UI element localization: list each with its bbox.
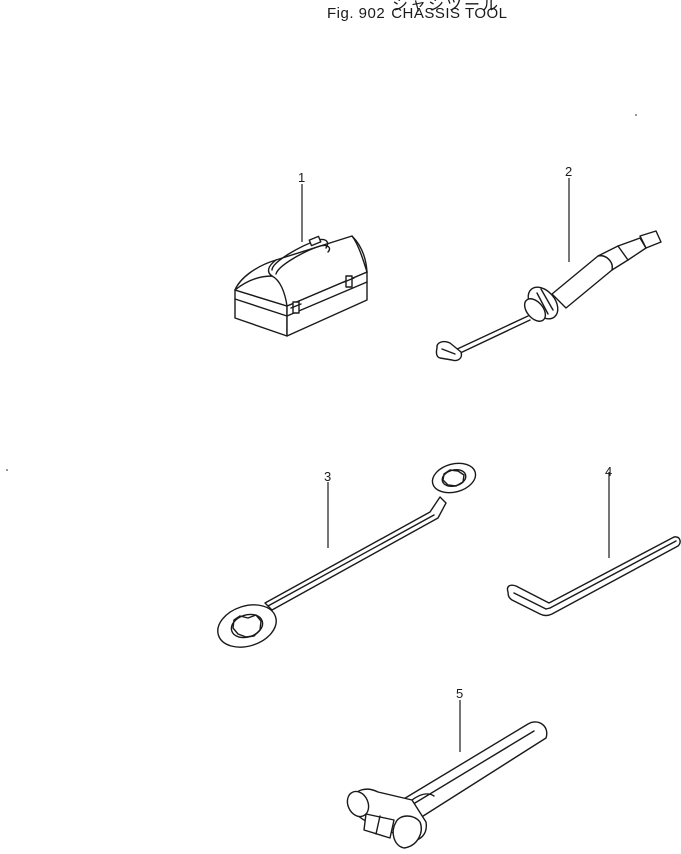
title-japanese: シャシツール	[392, 0, 501, 14]
callout-2: 2	[565, 164, 572, 179]
callout-1: 1	[298, 170, 305, 185]
callout-3: 3	[324, 469, 331, 484]
hammer-illustration	[346, 721, 548, 849]
callout-4: 4	[605, 464, 612, 479]
speck	[635, 114, 637, 116]
callout-5: 5	[456, 686, 463, 701]
speck	[6, 469, 8, 471]
figure-caption: CHASSIS TOOL	[391, 5, 508, 22]
figure-number: Fig. 902	[327, 5, 386, 22]
hex-key-illustration	[506, 536, 681, 617]
figure-title: Fig. 902 CHASSIS TOOL	[327, 5, 514, 22]
box-wrench-illustration	[217, 462, 477, 648]
grease-gun-illustration	[435, 230, 662, 362]
tool-box-illustration	[234, 235, 368, 337]
